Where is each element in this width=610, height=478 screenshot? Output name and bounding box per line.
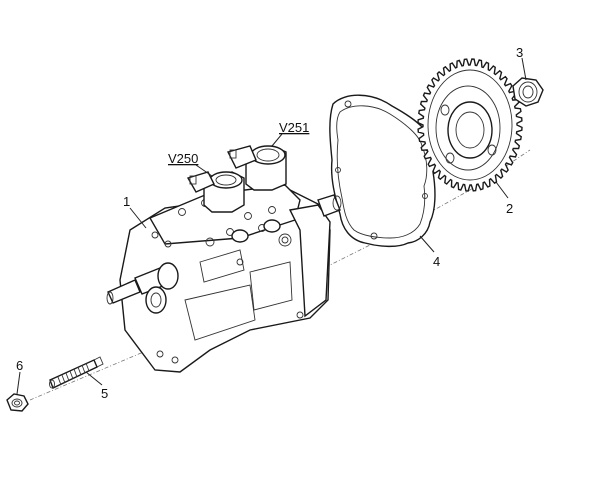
valve-v250 <box>186 171 245 213</box>
stud-part-5 <box>49 356 104 389</box>
leader-line-4 <box>419 235 435 253</box>
nut-part-6 <box>6 393 29 412</box>
label-valve-v251: V251 <box>279 120 309 135</box>
label-part-3: 3 <box>516 45 523 60</box>
leader-line-v251 <box>271 133 283 147</box>
gear-nut-part-3 <box>512 77 544 107</box>
label-part-4: 4 <box>433 254 440 269</box>
leader-line-5 <box>85 371 103 386</box>
leader-line-3 <box>521 57 527 81</box>
leader-line-6 <box>16 371 21 395</box>
label-part-6: 6 <box>16 358 23 373</box>
valve-v251 <box>226 145 287 191</box>
label-part-5: 5 <box>101 386 108 401</box>
gear-part-2 <box>417 58 523 192</box>
pump-body-part-1 <box>106 184 342 373</box>
label-part-1: 1 <box>123 194 130 209</box>
label-valve-v250: V250 <box>168 151 198 166</box>
leader-line-v250 <box>195 164 213 177</box>
label-part-2: 2 <box>506 201 513 216</box>
gasket-part-4 <box>329 94 438 248</box>
leader-line-1 <box>129 207 147 229</box>
leader-line-2 <box>495 181 509 199</box>
